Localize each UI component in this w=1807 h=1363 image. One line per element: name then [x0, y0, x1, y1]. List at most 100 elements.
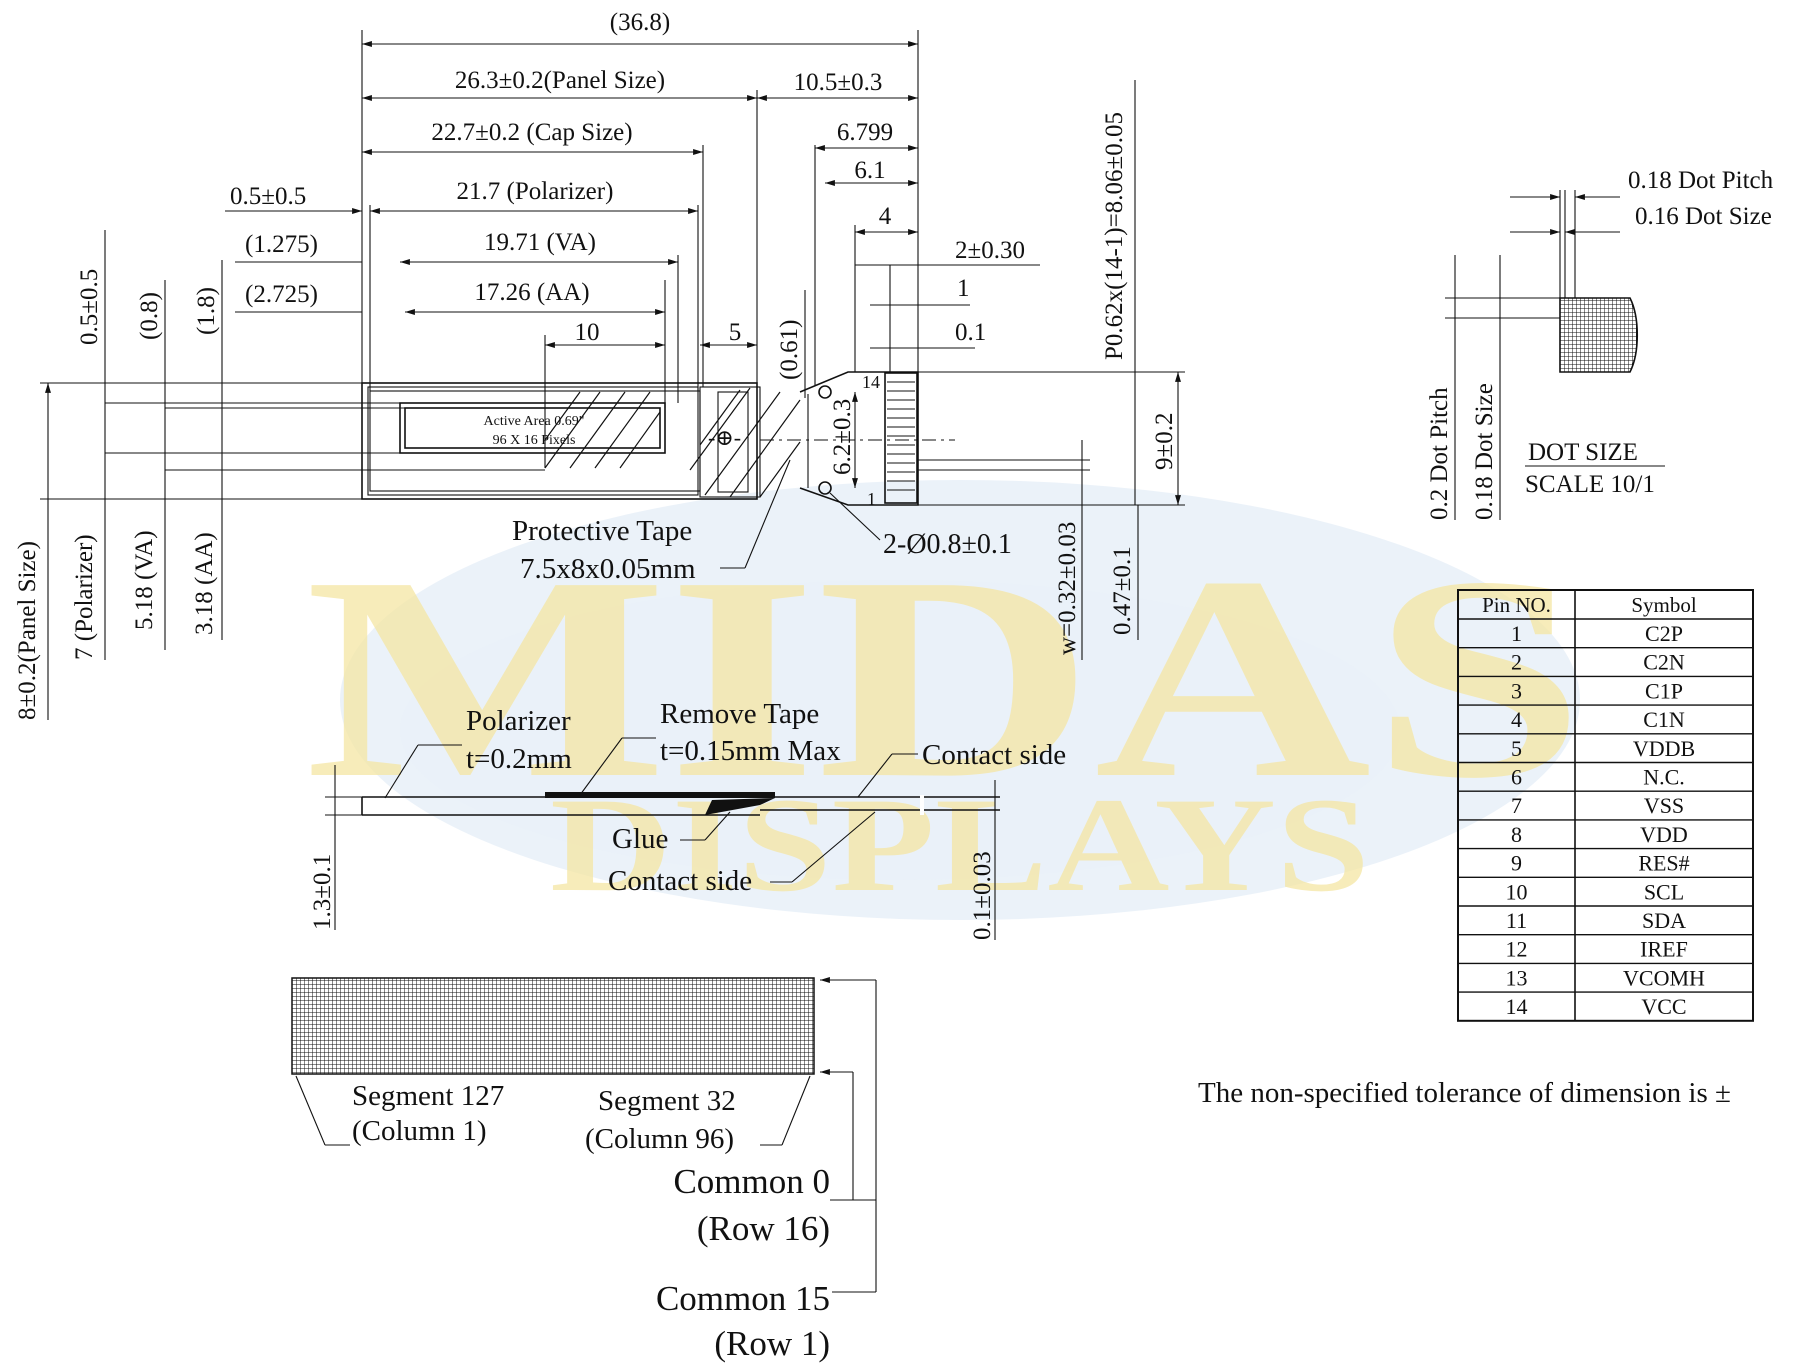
com0-label: Common 0 — [673, 1162, 830, 1201]
dim-pol-top: 0.5±0.5 — [76, 269, 103, 345]
com15-label: Common 15 — [656, 1279, 830, 1318]
dim-10: 10 — [575, 319, 600, 346]
protective-tape-label: Protective Tape — [512, 515, 692, 547]
dim-5: 5 — [729, 319, 742, 346]
pin-symbol-cell: SDA — [1642, 908, 1686, 933]
dot-pitch-v: 0.2 Dot Pitch — [1426, 387, 1453, 520]
dot-size-h: 0.16 Dot Size — [1635, 203, 1772, 230]
pin-number-cell: 4 — [1511, 707, 1522, 732]
pin-symbol-cell: VCOMH — [1623, 965, 1705, 990]
dim-cap: 22.7±0.2 (Cap Size) — [431, 119, 632, 146]
active-area-line2: 96 X 16 Pixels — [493, 433, 576, 448]
viewing-area-outline — [399, 402, 666, 454]
pin-number-cell: 10 — [1506, 879, 1528, 904]
pin-last-label: 1 — [867, 489, 876, 509]
row1-label: (Row 1) — [714, 1324, 830, 1363]
dot-pitch-h: 0.18 Dot Pitch — [1628, 167, 1774, 194]
dim-0-1: 0.1 — [955, 319, 986, 346]
fpc-pin-lines — [887, 381, 915, 491]
tolerance-note: The non-specified tolerance of dimension… — [1198, 1077, 1731, 1109]
pin-symbol-cell: VSS — [1644, 793, 1684, 818]
pin-number-cell: 13 — [1506, 965, 1528, 990]
dot-size-detail: 0.18 Dot Pitch 0.16 Dot Size 0.2 Dot Pit… — [1426, 167, 1774, 520]
pin-symbol-cell: C2N — [1643, 650, 1685, 675]
dim-1: 1 — [957, 275, 970, 302]
protective-tape-size: 7.5x8x0.05mm — [520, 553, 696, 585]
watermark: MIDAS DISPLAYS — [305, 480, 1585, 920]
dim-061: (0.61) — [776, 320, 803, 380]
dim-aa-height: 3.18 (AA) — [191, 532, 218, 635]
dim-polarizer-offset: 0.5±0.5 — [230, 183, 306, 210]
pin-number-cell: 3 — [1511, 678, 1522, 703]
dim-fpc-offset: 10.5±0.3 — [794, 69, 883, 96]
top-view: -⊕- Active Area 0.69" 96 X 16 Pixels 14 … — [14, 9, 1185, 720]
panel-outline — [361, 382, 758, 500]
pin-number-cell: 6 — [1511, 765, 1522, 790]
dim-aa: 17.26 (AA) — [474, 279, 589, 306]
dim-va-height: 5.18 (VA) — [131, 530, 158, 630]
vertical-dimensions: 8±0.2(Panel Size) 0.5±0.5 7 (Polarizer) … — [14, 80, 1185, 720]
pin-symbol-cell: C1P — [1645, 678, 1683, 703]
horizontal-dimensions: (36.8) 26.3±0.2(Panel Size) 10.5±0.3 22.… — [225, 9, 1040, 468]
dot-grid — [1560, 298, 1638, 372]
dot-size-v: 0.18 Dot Size — [1471, 383, 1498, 520]
pin-number-cell: 1 — [1511, 621, 1522, 646]
ic-mark: -⊕- — [708, 425, 741, 450]
dim-panel: 26.3±0.2(Panel Size) — [455, 67, 665, 94]
side-polarizer-thickness: t=0.2mm — [466, 743, 572, 775]
seg127-label: Segment 127 — [352, 1080, 504, 1112]
fpc-contact-pads — [884, 372, 918, 504]
active-area-outline — [404, 407, 661, 449]
seg32-label: Segment 32 — [598, 1085, 736, 1117]
dim-va: 19.71 (VA) — [484, 229, 596, 256]
row16-label: (Row 16) — [697, 1209, 830, 1248]
dim-panel-height: 8±0.2(Panel Size) — [14, 541, 41, 720]
holes-label: 2-Ø0.8±0.1 — [883, 529, 1012, 560]
side-contact-bottom-label: Contact side — [608, 865, 752, 897]
pin-number-cell: 2 — [1511, 650, 1522, 675]
pin-symbol-cell: RES# — [1638, 851, 1689, 876]
side-remove-tape-label: Remove Tape — [660, 698, 819, 730]
cap-outline — [367, 386, 699, 496]
pin-table-header: Symbol — [1631, 593, 1697, 617]
dim-va-offset: (1.275) — [245, 231, 318, 258]
dim-overall: (36.8) — [610, 9, 670, 36]
pin-symbol-cell: IREF — [1640, 937, 1688, 962]
pin-symbol-cell: C2P — [1645, 621, 1683, 646]
pixel-map: Segment 127 (Column 1) Segment 32 (Colum… — [291, 977, 877, 1363]
dot-size-scale: SCALE 10/1 — [1525, 471, 1655, 498]
pin-number-cell: 7 — [1511, 793, 1522, 818]
dim-047: 0.47±0.1 — [1109, 546, 1136, 635]
side-thickness: 1.3±0.1 — [309, 854, 336, 930]
dim-aa-offset: (2.725) — [245, 281, 318, 308]
pin-number-cell: 5 — [1511, 736, 1522, 761]
col1-label: (Column 1) — [352, 1115, 487, 1147]
dot-size-title: DOT SIZE — [1528, 439, 1638, 466]
dim-9: 9±0.2 — [1151, 413, 1178, 470]
dim-va-top: (0.8) — [136, 292, 163, 340]
active-area-line1: Active Area 0.69" — [484, 414, 585, 429]
pin-symbol-cell: VCC — [1641, 994, 1686, 1019]
fpc-hole-bottom — [818, 481, 832, 495]
dim-pitch: P0.62x(14-1)=8.06±0.05 — [1101, 112, 1128, 360]
dim-2: 2±0.30 — [955, 237, 1025, 264]
dim-4: 4 — [879, 203, 892, 230]
fpc-hole-top — [818, 385, 832, 399]
pin-number-cell: 9 — [1511, 851, 1522, 876]
pin-symbol-cell: VDD — [1640, 822, 1688, 847]
side-contact-top-label: Contact side — [922, 739, 1066, 771]
pin-symbol-cell: C1N — [1643, 707, 1685, 732]
side-view: 1.3±0.1 0.1±0.03 Polarizer t=0.2mm Remov… — [309, 698, 1066, 940]
glue-shape — [705, 798, 775, 815]
pin-symbol-cell: SCL — [1644, 879, 1684, 904]
dim-6-1: 6.1 — [854, 157, 885, 184]
pin-number-cell: 8 — [1511, 822, 1522, 847]
dim-w: w=0.32±0.03 — [1054, 522, 1081, 655]
pin-first-label: 14 — [862, 372, 880, 392]
hatch-region-aa — [544, 391, 661, 469]
dim-polarizer: 21.7 (Polarizer) — [457, 178, 614, 205]
dim-6799: 6.799 — [837, 119, 893, 146]
pin-number-cell: 12 — [1506, 937, 1528, 962]
